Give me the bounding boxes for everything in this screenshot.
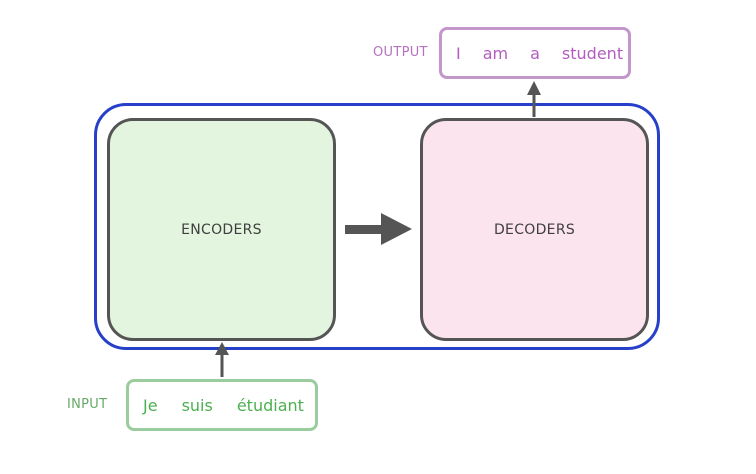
input-sequence-box: Je suis étudiant: [126, 379, 318, 431]
transformer-container: [94, 103, 660, 350]
decoders-block: DECODERS: [420, 118, 649, 341]
input-token: Je: [143, 395, 158, 415]
encoders-block: ENCODERS: [107, 118, 336, 341]
output-token: am: [482, 43, 509, 63]
output-sequence-box: I am a student: [439, 27, 631, 79]
input-token: étudiant: [236, 395, 304, 415]
output-token: a: [530, 43, 540, 63]
output-label: OUTPUT: [373, 45, 428, 60]
output-token: I: [456, 43, 461, 63]
decoders-label: DECODERS: [493, 221, 576, 238]
input-token: suis: [181, 395, 213, 415]
input-label: INPUT: [67, 397, 108, 412]
encoders-label: ENCODERS: [181, 221, 262, 238]
output-token: student: [561, 43, 624, 63]
